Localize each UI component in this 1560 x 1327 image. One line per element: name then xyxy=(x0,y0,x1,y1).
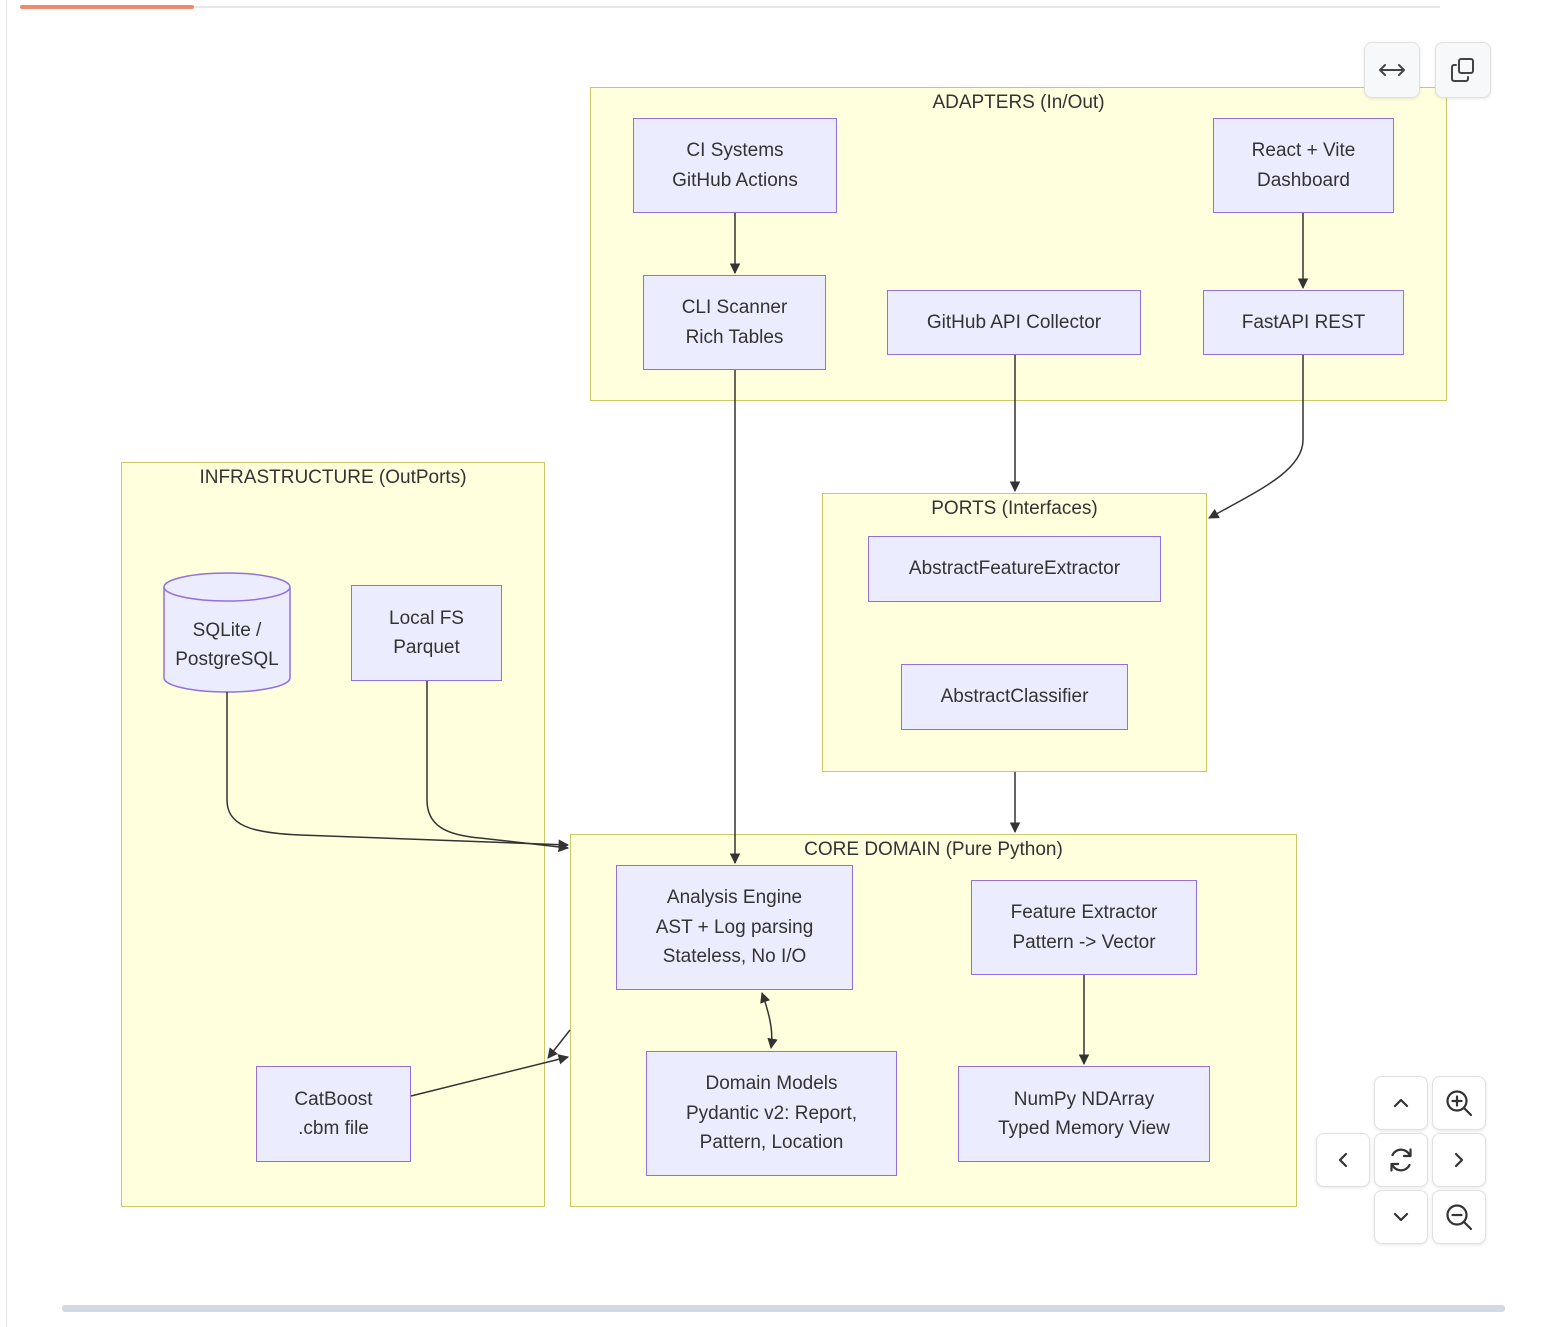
zoom-in-icon xyxy=(1446,1090,1473,1117)
node-abstract-classifier: AbstractClassifier xyxy=(901,664,1128,730)
pan-right-button[interactable] xyxy=(1432,1133,1486,1187)
node-line: GitHub Actions xyxy=(672,169,798,191)
chevron-up-icon xyxy=(1393,1098,1409,1108)
node-line: AbstractClassifier xyxy=(940,686,1089,708)
node-line: AST + Log parsing xyxy=(655,916,814,938)
node-line: Rich Tables xyxy=(685,326,784,348)
node-line: Analysis Engine xyxy=(666,887,803,909)
node-abstract-feature-extractor: AbstractFeatureExtractor xyxy=(868,536,1161,602)
node-line: CLI Scanner xyxy=(681,297,788,318)
node-line: Local FS xyxy=(389,607,464,629)
top-divider xyxy=(20,6,1440,8)
node-line: Dashboard xyxy=(1257,169,1350,191)
pan-down-button[interactable] xyxy=(1374,1190,1428,1244)
reset-view-button[interactable] xyxy=(1374,1133,1428,1187)
node-sqlite-postgresql: SQLite / PostgreSQL xyxy=(164,600,290,690)
node-line: Pydantic v2: Report, xyxy=(685,1102,858,1124)
zoom-out-icon xyxy=(1446,1204,1473,1231)
pan-left-button[interactable] xyxy=(1316,1133,1370,1187)
node-line: PostgreSQL xyxy=(175,649,279,670)
reset-icon xyxy=(1390,1148,1412,1172)
frame-left-border xyxy=(6,0,7,1327)
active-tab-indicator xyxy=(20,5,194,9)
expand-button[interactable] xyxy=(1364,42,1420,98)
pan-up-button[interactable] xyxy=(1374,1076,1428,1130)
node-line: GitHub API Collector xyxy=(926,311,1102,333)
node-line: Pattern -> Vector xyxy=(1012,931,1156,953)
node-line: Typed Memory View xyxy=(998,1118,1170,1139)
cluster-label: ADAPTERS (In/Out) xyxy=(932,92,1105,113)
chevron-left-icon xyxy=(1338,1152,1348,1168)
edge-engine-models xyxy=(760,992,778,1050)
copy-button[interactable] xyxy=(1435,42,1491,98)
edge-fastapi-to-ports xyxy=(1208,355,1304,519)
node-line: Pattern, Location xyxy=(699,1132,844,1154)
node-line: React + Vite xyxy=(1251,140,1356,161)
node-line: SQLite / xyxy=(192,619,262,641)
edge-localfs-to-core xyxy=(426,681,570,853)
zoom-in-button[interactable] xyxy=(1432,1076,1486,1130)
node-github-api-collector: GitHub API Collector xyxy=(887,290,1141,355)
horizontal-scrollbar[interactable] xyxy=(62,1305,1505,1312)
node-line: CI Systems xyxy=(686,140,784,161)
node-sqlite-cylinder xyxy=(163,572,291,693)
zoom-out-button[interactable] xyxy=(1432,1190,1486,1244)
chevron-down-icon xyxy=(1393,1212,1409,1222)
node-line: Stateless, No I/O xyxy=(662,946,807,968)
node-line: Domain Models xyxy=(705,1073,838,1095)
node-line: Feature Extractor xyxy=(1010,902,1158,923)
edge-sqlite-to-core xyxy=(226,692,570,850)
edge-core-to-infrastructure xyxy=(547,1029,571,1059)
node-line: Parquet xyxy=(393,637,460,658)
node-line: CatBoost xyxy=(294,1088,373,1110)
node-line: .cbm file xyxy=(298,1118,369,1139)
node-line: AbstractFeatureExtractor xyxy=(908,558,1121,580)
node-catboost: CatBoost .cbm file xyxy=(256,1066,411,1162)
cluster-label: PORTS (Interfaces) xyxy=(931,498,1098,519)
cluster-label: INFRASTRUCTURE (OutPorts) xyxy=(199,467,467,488)
node-local-fs: Local FS Parquet xyxy=(351,585,502,681)
node-fastapi-rest: FastAPI REST xyxy=(1203,290,1404,355)
copy-icon xyxy=(1451,58,1474,82)
node-line: NumPy NDArray xyxy=(1013,1088,1155,1110)
edge-catboost-to-core xyxy=(410,1054,570,1097)
node-line: FastAPI REST xyxy=(1241,311,1366,333)
expand-horizontal-icon xyxy=(1379,64,1405,76)
cluster-label: CORE DOMAIN (Pure Python) xyxy=(804,839,1063,860)
chevron-right-icon xyxy=(1454,1152,1464,1168)
